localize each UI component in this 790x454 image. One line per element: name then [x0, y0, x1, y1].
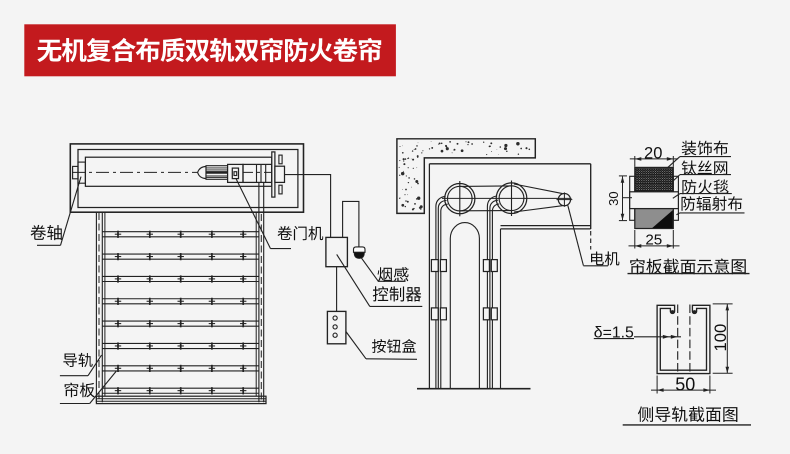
svg-text:20: 20	[644, 144, 662, 162]
svg-text:50: 50	[675, 375, 695, 395]
svg-text:25: 25	[645, 231, 662, 248]
svg-text:δ=1.5: δ=1.5	[594, 324, 634, 341]
svg-text:30: 30	[606, 191, 621, 205]
svg-text:100: 100	[711, 324, 730, 352]
